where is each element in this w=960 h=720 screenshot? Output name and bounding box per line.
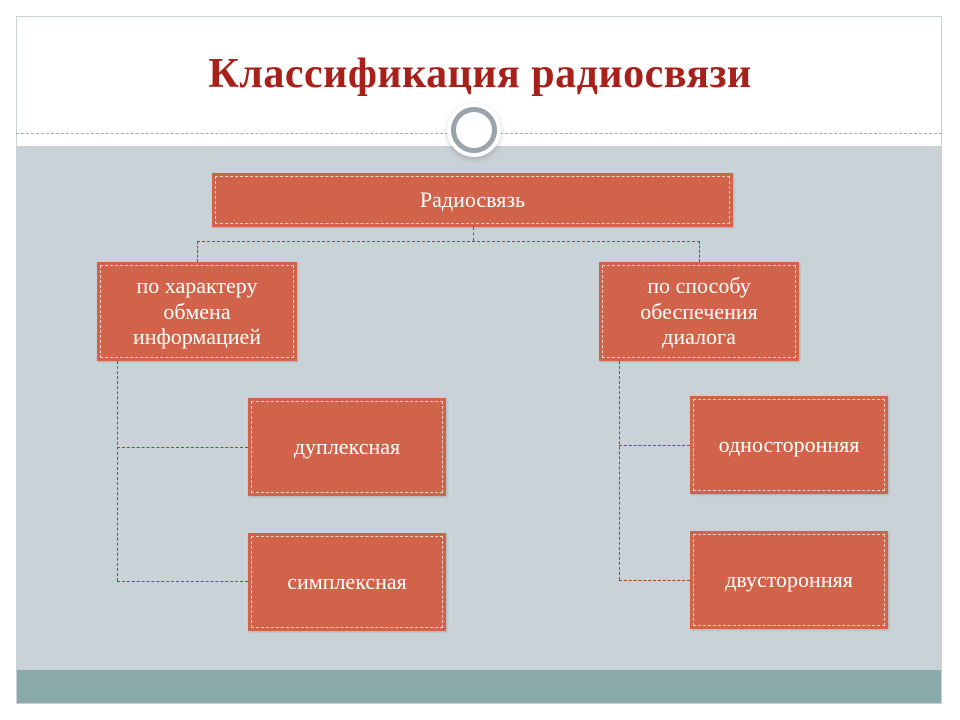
- connector-right-child-1: [619, 445, 690, 446]
- leaf-node-one-way: односторонняя: [690, 396, 888, 494]
- connector-right-spine: [619, 361, 620, 580]
- connector-to-left-branch: [197, 241, 198, 262]
- connector-root-horizontal: [197, 241, 700, 242]
- branch-node-dialog: по способу обеспечения диалога: [599, 262, 799, 361]
- connector-left-child-1: [117, 447, 248, 448]
- leaf-node-duplex: дуплексная: [248, 398, 446, 496]
- connector-to-right-branch: [699, 241, 700, 262]
- connector-root-down: [473, 227, 474, 241]
- branch-node-exchange: по характеру обмена информацией: [97, 262, 297, 361]
- footer-band: [17, 670, 941, 703]
- slide-title: Классификация радиосвязи: [208, 51, 752, 97]
- connector-right-child-2: [619, 580, 690, 581]
- leaf-node-simplex: симплексная: [248, 533, 446, 631]
- leaf-node-two-way: двусторонняя: [690, 531, 888, 629]
- connector-left-child-2: [117, 581, 248, 582]
- root-node: Радиосвязь: [212, 173, 733, 227]
- ring-ornament-icon: [451, 107, 497, 153]
- connector-left-spine: [117, 361, 118, 581]
